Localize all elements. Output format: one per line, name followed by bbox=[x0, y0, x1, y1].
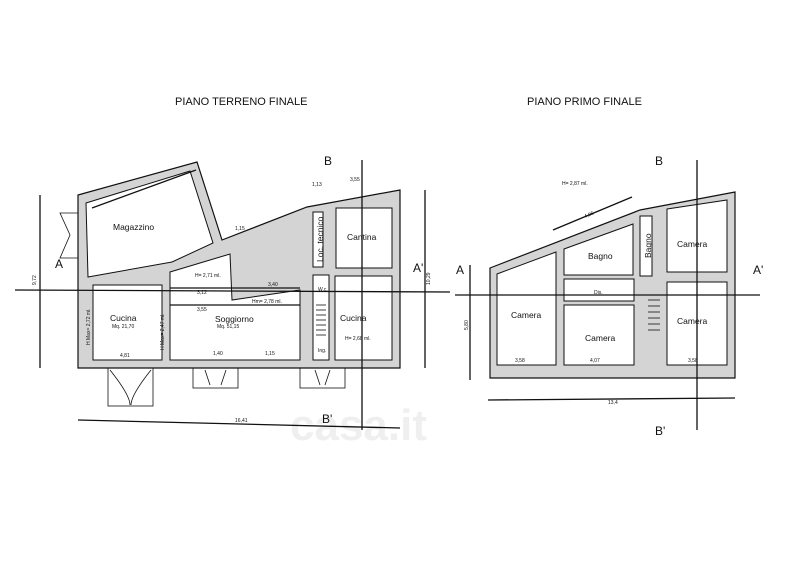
room-bagno-1 bbox=[563, 223, 634, 276]
dim-1-15: 1,15 bbox=[265, 351, 275, 357]
label-cantina: Cantina bbox=[347, 232, 377, 242]
label-magazzino: Magazzino bbox=[113, 222, 154, 232]
dim-3-55: 3,55 bbox=[197, 307, 207, 313]
height-2: Hm= 2,78 ml. bbox=[252, 299, 282, 305]
label-camera-2: Camera bbox=[585, 333, 616, 343]
hmax-1: H Max= 2,72 ml. bbox=[86, 308, 92, 345]
dim-3-55b: 3,55 bbox=[350, 177, 360, 183]
label-loc-tecnico: Loc. tecnico bbox=[315, 216, 325, 262]
section-a-prime-ground: A' bbox=[413, 261, 423, 275]
height-1: H= 2,71 ml. bbox=[195, 273, 221, 279]
room-cucina-1 bbox=[92, 284, 163, 361]
room-loc-tecnico bbox=[312, 211, 324, 268]
room-camera-2 bbox=[563, 304, 635, 366]
stairs-area bbox=[312, 274, 330, 361]
label-wc: W.c. bbox=[318, 287, 328, 293]
watermark-logo: casa.it bbox=[290, 401, 427, 450]
room-magazzino bbox=[85, 170, 214, 278]
room-camera-1 bbox=[496, 251, 557, 366]
first-dimension-lines bbox=[455, 160, 760, 430]
label-bagno-2: Bagno bbox=[643, 233, 653, 258]
area-cucina: Mq. 21,70 bbox=[112, 324, 134, 330]
dim-1-13: 1,13 bbox=[312, 182, 322, 188]
ground-floor-plan: Magazzino Cucina Mq. 21,70 Soggiorno Mq.… bbox=[14, 154, 451, 430]
dim-3-12: 3,12 bbox=[197, 290, 207, 296]
ground-dimension-lines bbox=[14, 160, 451, 430]
label-bagno-1: Bagno bbox=[588, 251, 613, 261]
dim-1-40: 1,40 bbox=[213, 351, 223, 357]
label-cucina-1: Cucina bbox=[110, 313, 137, 323]
section-b-prime-ground: B' bbox=[322, 412, 332, 426]
first-height: H= 2,87 ml. bbox=[562, 181, 588, 187]
section-b-ground: B bbox=[324, 154, 332, 168]
dim-3-40: 3,40 bbox=[268, 282, 278, 288]
room-cantina bbox=[335, 207, 393, 269]
dim-4-07: 4,07 bbox=[590, 358, 600, 364]
dim-3-58: 3,58 bbox=[515, 358, 525, 364]
dim-4-81: 4,81 bbox=[120, 353, 130, 359]
stairs-first bbox=[648, 299, 660, 331]
section-a-ground: A bbox=[55, 257, 63, 271]
room-cucina-2 bbox=[334, 275, 393, 361]
section-a-first: A bbox=[456, 263, 464, 277]
room-bagno-2 bbox=[639, 215, 653, 277]
section-b-first: B bbox=[655, 154, 663, 168]
dim-total-length: 16,41 bbox=[235, 418, 248, 424]
dim-3-58b: 3,58 bbox=[688, 358, 698, 364]
label-camera-3: Camera bbox=[677, 239, 708, 249]
label-ingresso: Ing. bbox=[318, 348, 326, 354]
dim-1-15b: 1,15 bbox=[235, 226, 245, 232]
section-b-prime-first: B' bbox=[655, 424, 665, 438]
label-soggiorno: Soggiorno bbox=[215, 314, 254, 324]
label-camera-1: Camera bbox=[511, 310, 542, 320]
room-soggiorno bbox=[169, 253, 301, 361]
section-a-prime-first: A' bbox=[753, 263, 763, 277]
label-dis: Dis. bbox=[594, 290, 603, 296]
dim-13-4: 13,4 bbox=[608, 400, 618, 406]
dim-total-depth-right: 10,29 bbox=[426, 272, 432, 285]
door-swings bbox=[59, 212, 346, 407]
label-camera-4: Camera bbox=[677, 316, 708, 326]
dim-5-80: 5,80 bbox=[464, 320, 470, 330]
height-3: H= 2,68 ml. bbox=[345, 336, 371, 342]
first-floor-plan: H= 2,87 ml. Bagno Bagno Camera Camera Ca… bbox=[455, 154, 763, 438]
label-cucina-2: Cucina bbox=[340, 313, 367, 323]
dim-4-95: 4,95 bbox=[584, 211, 595, 220]
first-floor-title: PIANO PRIMO FINALE bbox=[527, 96, 642, 108]
hmax-2: H Max= 2,47 ml. bbox=[160, 313, 166, 350]
ground-floor-title: PIANO TERRENO FINALE bbox=[175, 96, 307, 108]
stairs bbox=[316, 304, 326, 336]
dim-total-depth: 9,72 bbox=[32, 275, 38, 285]
area-soggiorno: Mq. 51,15 bbox=[217, 324, 239, 330]
